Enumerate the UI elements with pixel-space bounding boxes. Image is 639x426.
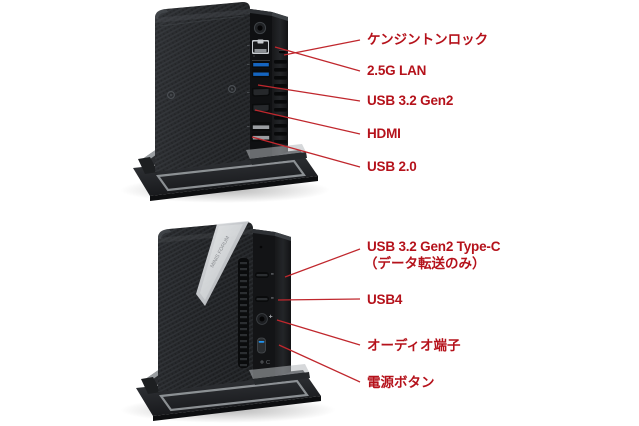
callout-label-hdmi: HDMI xyxy=(367,126,401,141)
leader-usb4 xyxy=(277,298,361,301)
dc-power-jack xyxy=(253,21,267,35)
ethernet-rj45-port xyxy=(252,39,269,57)
callout-label-audio: オーディオ端子 xyxy=(367,338,461,354)
device-rear-illustration xyxy=(120,2,330,203)
mic-pinhole xyxy=(259,245,263,249)
leader-lines-front xyxy=(276,248,361,383)
usb-a-2-0-port-lower xyxy=(251,132,271,142)
accent-stripe: MINIS FORUM xyxy=(196,221,249,306)
audio-jack xyxy=(256,313,273,325)
leader-hdmi xyxy=(254,109,361,135)
usb-a-3-2-gen2-port-upper xyxy=(252,60,270,68)
callout-label-usb32gen2: USB 3.2 Gen2 xyxy=(367,93,454,108)
leader-lan xyxy=(274,46,361,72)
front-io-panel xyxy=(253,229,275,380)
port-legend-mark: C xyxy=(266,360,270,366)
leader-lines-rear xyxy=(251,39,361,168)
power-button[interactable] xyxy=(257,337,266,354)
screw-boss xyxy=(167,85,236,99)
leader-usb32gen2 xyxy=(257,84,361,102)
callout-label-usbc-line1: USB 3.2 Gen2 Type-C xyxy=(367,239,501,254)
leader-usb20 xyxy=(251,136,361,168)
device-front-illustration: MINIS FORUM xyxy=(120,221,336,423)
vent-grille xyxy=(238,258,249,368)
callout-label-kensington: ケンジントンロック xyxy=(367,32,489,48)
stand-trim xyxy=(249,364,309,379)
leader-power xyxy=(278,344,361,383)
callout-label-usb20: USB 2.0 xyxy=(367,159,417,174)
vent-grille xyxy=(274,60,287,144)
usb-a-3-2-gen2-port-lower xyxy=(252,69,270,78)
callout-label-usbc-line2: （データ転送のみ） xyxy=(364,256,486,272)
leader-usbc xyxy=(284,248,361,278)
usb4-type-c-port xyxy=(255,296,274,302)
callout-label-usb4: USB4 xyxy=(367,292,403,307)
leader-audio xyxy=(276,319,361,346)
usb-c-3-2-gen2-port xyxy=(255,272,274,278)
side-panel xyxy=(275,232,291,377)
port-legend-marks xyxy=(247,45,250,127)
callout-label-lan: 2.5G LAN xyxy=(367,63,427,78)
callout-label-power: 電源ボタン xyxy=(367,375,435,391)
usb-a-2-0-port-upper xyxy=(251,122,271,131)
kensington-lock-slot xyxy=(279,50,286,54)
hdmi-port-upper xyxy=(252,87,270,97)
